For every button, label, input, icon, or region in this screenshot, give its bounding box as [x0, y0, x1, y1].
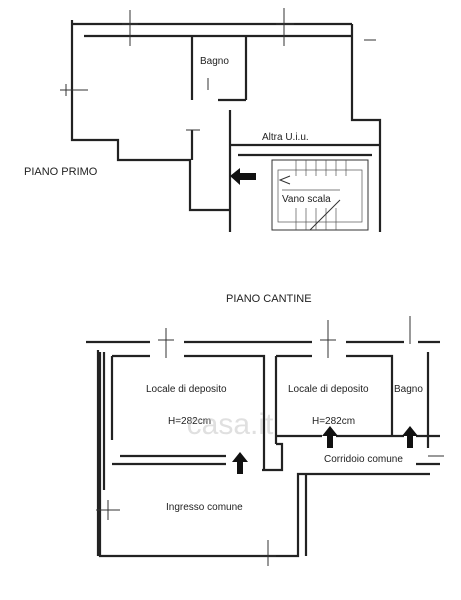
room-label: Bagno — [394, 384, 423, 395]
watermark: casa.it — [187, 408, 274, 441]
window-marker — [60, 8, 376, 131]
first-floor-plan: Bagno Altra U.i.u. Vano scala PIANO PRIM… — [24, 8, 382, 232]
entrance-arrow-icon — [322, 426, 338, 448]
floor-title: PIANO CANTINE — [226, 293, 312, 305]
room-height-label: H=282cm — [312, 416, 355, 427]
entrance-arrow-icon — [230, 168, 256, 185]
room-height-label: H=282cm — [168, 416, 211, 427]
cellar-floor-plan: PIANO CANTINE — [86, 293, 444, 566]
room-label: Locale di deposito — [288, 384, 369, 395]
room-label: Bagno — [200, 56, 229, 67]
room-label: Corridoio comune — [324, 454, 403, 465]
window-marker — [96, 316, 444, 566]
entrance-arrow-icon — [402, 426, 418, 448]
room-label: Vano scala — [282, 194, 331, 205]
stair-well — [271, 159, 369, 231]
entrance-arrow-icon — [232, 452, 248, 474]
room-label: Altra U.i.u. — [262, 132, 309, 143]
room-label: Locale di deposito — [146, 384, 227, 395]
room-label: Ingresso comune — [166, 502, 243, 513]
floor-title: PIANO PRIMO — [24, 166, 98, 178]
